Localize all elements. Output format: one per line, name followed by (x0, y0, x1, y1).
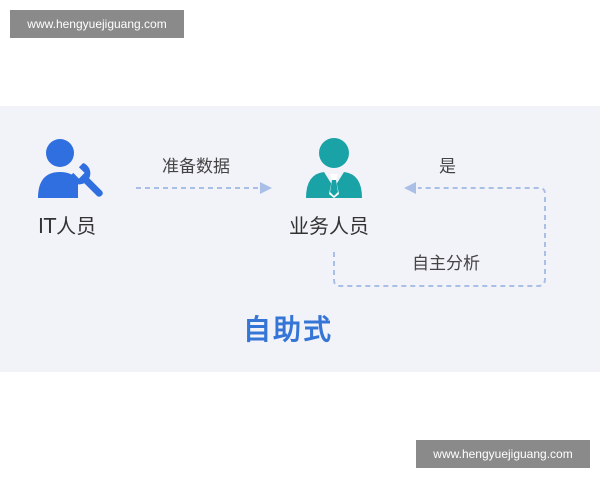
yes-label: 是 (439, 157, 456, 177)
yes-arrowhead (404, 182, 416, 194)
self-service-diagram: IT人员 业务人员 准备数据 是 自主分析 自助式 (0, 106, 600, 372)
watermark-bottom-text: www.hengyuejiguang.com (433, 447, 573, 461)
self-analysis-label: 自主分析 (412, 254, 480, 274)
prepare-data-arrowhead (260, 182, 272, 194)
business-person-icon (306, 138, 362, 198)
diagram-connectors (136, 182, 546, 287)
mode-title-text: 自助式 (242, 313, 333, 346)
watermark-top-text: www.hengyuejiguang.com (27, 17, 167, 31)
prepare-data-label: 准备数据 (162, 157, 230, 177)
it-staff-label: IT人员 (38, 214, 97, 238)
watermark-bottom: www.hengyuejiguang.com (416, 440, 590, 468)
it-person-wrench-icon (38, 139, 103, 198)
mode-title: 自助式 (0, 312, 600, 348)
business-staff-label: 业务人员 (289, 214, 369, 238)
watermark-top: www.hengyuejiguang.com (10, 10, 184, 38)
self-analysis-loop-path (333, 187, 546, 287)
